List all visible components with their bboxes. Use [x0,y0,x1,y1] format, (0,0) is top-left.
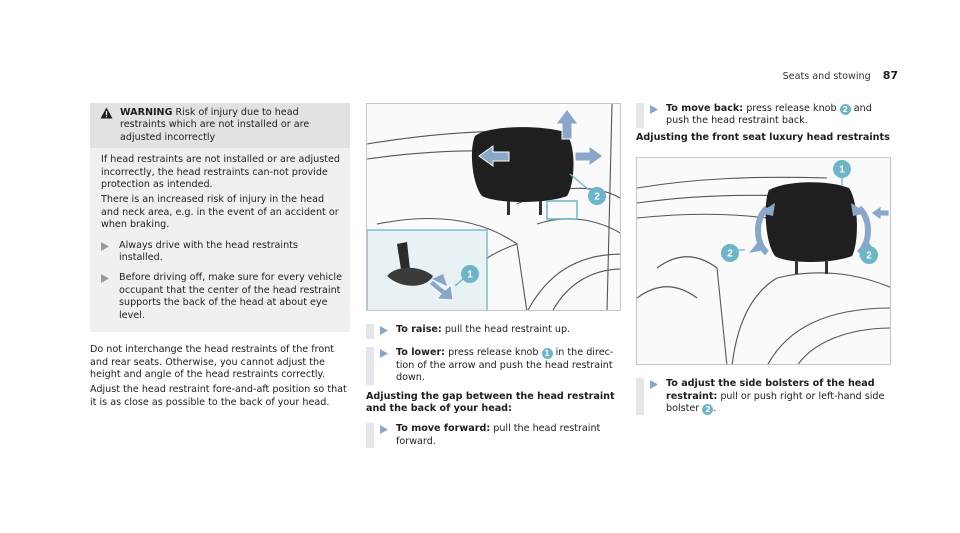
warning-bullet-1-text: Always drive with the head restraints in… [119,239,298,264]
release-knob-highlight [546,200,578,220]
callout-badge-1-label: 1 [839,165,845,176]
warning-header: WARNING Risk of injury due to head restr… [90,103,350,149]
bullet-arrow-icon [101,272,111,322]
side-bolster-arrow-icon [759,203,775,217]
bullet-arrow-icon [650,378,660,415]
press-arrow-icon [428,279,454,301]
column-middle: 2 1 To raise: pull the head restraint up… [366,103,622,449]
step-raise-desc: pull the head restraint up. [444,324,571,335]
callout-badge-icon: 2 [839,104,851,115]
step-lower: To lower: press release knob 1 in the di… [366,347,622,385]
head-restraint-height-figure: 2 1 [366,103,621,311]
back-arrow-icon [574,145,604,167]
side-bolster-arrow-icon [851,203,867,217]
direction-arrow-icon [870,205,890,221]
warning-title: WARNING [120,107,173,118]
step-bar [366,324,374,340]
warning-bullet-1: Always drive with the head restraints in… [101,240,342,265]
warning-body: If head restraints are not installed or … [90,148,350,332]
step-bolster-text: To adjust the side bolsters of the head … [666,378,892,416]
head-restraint-illustration: 2 1 [367,104,620,310]
callout-badge-2 [588,187,606,205]
luxury-heading: Adjusting the front seat luxury head res… [636,131,890,143]
warning-box: WARNING Risk of injury due to head restr… [90,103,350,333]
warning-bullet-2: Before driving off, make sure for every … [101,272,342,322]
callout-badge-1 [461,265,479,283]
col1-paragraph-1: Do not interchange the head restraints o… [90,344,335,380]
step-bolster-desc-a: pull or push right or left-hand side bol… [666,390,885,415]
callout-badge-icon: 1 [541,348,553,360]
step-back-desc-a: press release knob [746,103,837,114]
step-bolster: To adjust the side bolsters of the head … [636,378,892,416]
step-forward-desc: pull the head restraint forward. [396,423,601,447]
step-lower-text: To lower: press release knob 1 in the di… [396,347,622,384]
step-bar [636,103,644,128]
step-back-label: To move back: [666,103,744,114]
warning-bullet-2-text: Before driving off, make sure for every … [119,272,342,321]
side-bolster-arrow-icon [749,238,765,254]
col1-paragraph-2: Adjust the head restraint fore-and-aft p… [90,384,347,408]
step-back: To move back: press release knob 2 and p… [636,103,892,128]
bullet-arrow-icon [380,423,390,448]
step-forward-label: To move forward: [396,423,491,435]
step-bar [366,423,374,449]
page-number: 87 [882,69,898,82]
step-raise-label: To raise: [396,324,442,335]
column-left: WARNING Risk of injury due to head restr… [90,103,350,409]
callout-badge-2-left [721,244,739,263]
callout-badge-icon: 2 [702,404,714,416]
step-back-desc-b: and push the head restraint back. [666,103,872,127]
bullet-arrow-icon [101,240,111,265]
warning-triangle-icon [100,107,114,144]
column-right: To move back: press release knob 2 and p… [636,103,892,416]
step-forward: To move forward: pull the head restraint… [366,423,622,449]
warning-intro-line: WARNING Risk of injury due to head restr… [120,107,342,144]
callout-badge-2-right [860,246,878,265]
step-raise-text: To raise: pull the head restraint up. [396,324,622,339]
step-lower-desc-b: in the direc-tion of the arrow and push … [396,347,614,384]
page-header: Seats and stowing 87 [782,69,898,83]
callout-badge-2-label: 2 [594,192,600,203]
callout-badge-2-right-label: 2 [866,251,872,262]
callout-badge-1 [833,160,851,179]
warning-intro: Risk of injury due to head restraints wh… [120,107,310,143]
step-bolster-label: To adjust the side bolsters of the head … [666,378,875,402]
up-arrow-icon [555,108,579,140]
gap-heading: Adjusting the gap between the head restr… [366,390,615,415]
step-back-text: To move back: press release knob 2 and p… [666,103,892,128]
luxury-head-restraint-figure: 1 2 2 [636,157,891,366]
bullet-arrow-icon [380,347,390,384]
step-lower-label: To lower: [396,347,446,359]
callout-badge-1-label: 1 [467,270,473,281]
warning-para-1: If head restraints are not installed or … [101,154,341,191]
forward-arrow-icon [478,145,510,167]
step-bar [636,378,644,416]
step-raise: To raise: pull the head restraint up. [366,324,622,340]
step-lower-desc-a: press release knob [448,347,539,359]
luxury-head-restraint-illustration: 1 2 2 [637,160,890,365]
bullet-arrow-icon [380,324,390,339]
step-bolster-desc-b: . [713,403,717,415]
step-forward-text: To move forward: pull the head restraint… [396,423,622,448]
step-bar [366,347,374,385]
bullet-arrow-icon [650,103,660,128]
callout-badge-2-left-label: 2 [727,249,733,260]
section-title: Seats and stowing [782,71,871,82]
warning-para-2: There is an increased risk of injury in … [101,194,339,231]
